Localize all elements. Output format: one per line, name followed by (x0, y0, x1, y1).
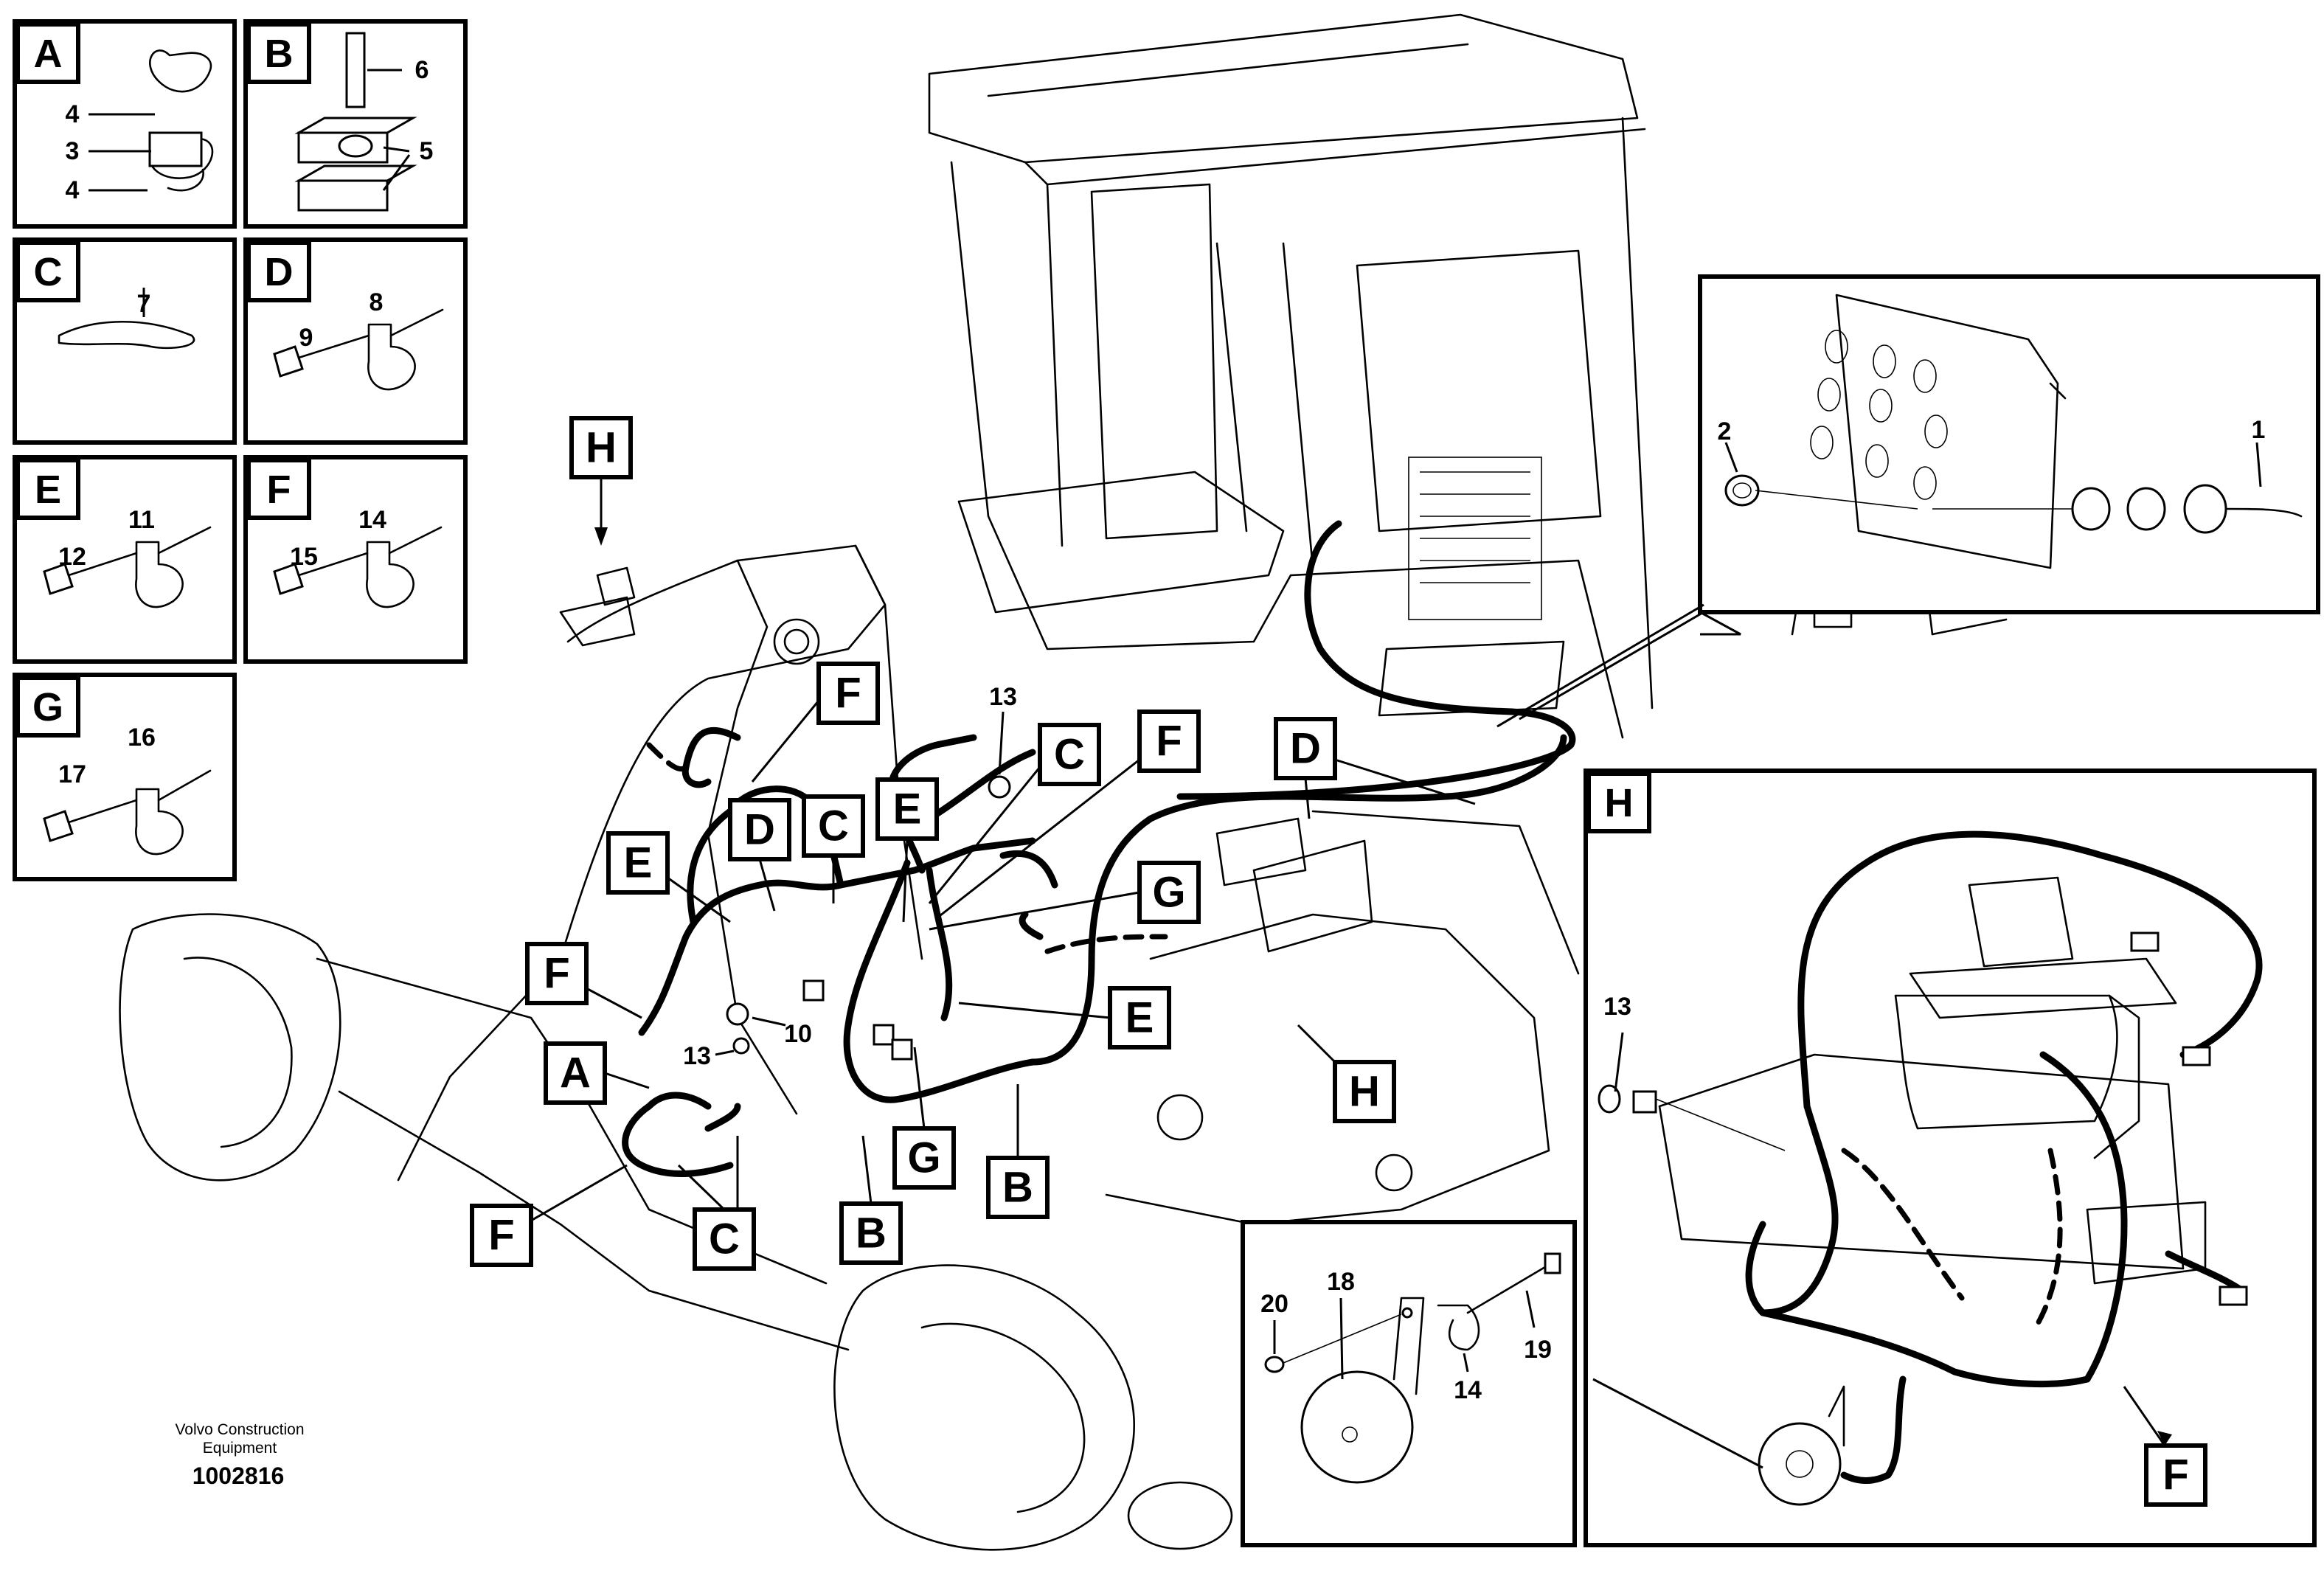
callout-f: F (936, 709, 1201, 920)
svg-text:F: F (2162, 1451, 2188, 1499)
part-number: 4 (66, 176, 80, 204)
part-number: 14 (1454, 1376, 1482, 1404)
clamp-block-part (294, 32, 417, 212)
callout-e: E (958, 986, 1171, 1049)
detail-horn-mount: 20 18 19 14 (1241, 1220, 1577, 1547)
part-number: 13 (683, 1042, 711, 1070)
svg-text:F: F (1156, 718, 1182, 766)
detail-h-lamp-assembly: H 13 F (1584, 768, 2317, 1547)
callout-f: F (470, 1164, 628, 1267)
svg-text:D: D (744, 806, 775, 854)
part-number: 14 (358, 506, 386, 534)
part-number: 4 (66, 100, 80, 128)
part-number: 5 (420, 137, 434, 165)
callout-d: D (728, 798, 791, 912)
svg-text:F: F (488, 1212, 514, 1260)
panel-letter: A (34, 32, 63, 76)
svg-text:F: F (544, 950, 569, 998)
callout-e: E (875, 777, 939, 923)
svg-text:B: B (1002, 1164, 1033, 1212)
legend-panel-g: G 17 16 (13, 673, 237, 881)
part-number: 9 (299, 324, 313, 352)
panel-letter: E (35, 468, 61, 512)
panel-letter: B (265, 32, 294, 76)
bolt-and-clip-part (43, 526, 212, 608)
part-number: 1 (2252, 416, 2266, 444)
cable-clamp-part (148, 49, 214, 192)
horn-part (1264, 1252, 1561, 1484)
part-number: 16 (128, 724, 156, 752)
bolt-and-clip-part (43, 769, 212, 856)
panel-letter: C (34, 250, 63, 294)
legend-panel-e: E 12 11 (13, 455, 237, 664)
callout-b: B (986, 1084, 1050, 1219)
wiring-harness (622, 727, 1567, 1178)
svg-text:G: G (907, 1134, 940, 1182)
panel-letter: F (267, 468, 291, 512)
svg-text:G: G (1152, 869, 1185, 917)
callout-h: H (1297, 1024, 1396, 1123)
drawing-id: 1002816 (192, 1463, 285, 1489)
svg-text:C: C (1054, 731, 1085, 779)
connector-part (2071, 484, 2303, 534)
footer-company-line2: Equipment (203, 1440, 277, 1457)
part-number: 19 (1524, 1336, 1552, 1364)
part-number: 18 (1327, 1268, 1355, 1296)
svg-text:H: H (586, 424, 617, 472)
svg-text:F: F (835, 670, 861, 718)
svg-text:E: E (1125, 994, 1154, 1042)
callout-f: F (751, 662, 880, 783)
callout-a: A (544, 1041, 650, 1105)
svg-text:E: E (624, 839, 653, 887)
part-number: 6 (415, 56, 429, 84)
detail-connector-plate: 2 1 (1698, 274, 2320, 614)
bolt-and-clip-part (273, 526, 443, 608)
svg-text:A: A (560, 1049, 591, 1097)
panel-letter: H (1605, 781, 1634, 825)
part-number: 3 (66, 137, 80, 165)
callout-c: C (802, 794, 865, 903)
bolt-and-clip-part (273, 308, 444, 391)
callout-c: C (928, 723, 1101, 904)
callout-b: B (839, 1135, 903, 1265)
grommet-holes (1810, 330, 1948, 500)
callout-f: F (525, 942, 642, 1019)
callout-g: G (892, 1047, 956, 1190)
machine-illustration (119, 13, 2008, 1551)
callout-d: D (1274, 717, 1476, 819)
part-number: 13 (1603, 993, 1631, 1021)
legend-panel-c: C 7 (13, 237, 237, 445)
callout-c: C (677, 1136, 756, 1271)
part-number: 15 (290, 543, 318, 571)
panel-letter: D (265, 250, 294, 294)
svg-text:C: C (818, 802, 849, 850)
svg-text:H: H (1349, 1068, 1380, 1116)
svg-text:E: E (893, 785, 922, 833)
cable-tie-part (58, 320, 195, 350)
part-number: 17 (58, 760, 86, 788)
part-number: 20 (1260, 1290, 1288, 1318)
svg-text:D: D (1290, 725, 1321, 773)
part-number: 12 (58, 543, 86, 571)
callout-g: G (929, 861, 1201, 931)
legend-panel-a: A 4 3 4 (13, 19, 237, 229)
svg-text:B: B (856, 1210, 887, 1257)
legend-panel-b: B 6 5 (243, 19, 468, 229)
footer-company-line1: Volvo Construction (175, 1421, 304, 1438)
part-number: 13 (989, 683, 1017, 711)
callout-h-top: H (569, 416, 633, 546)
part-number: 11 (128, 506, 155, 534)
part-number: 7 (137, 290, 151, 318)
panel-letter: G (32, 685, 63, 729)
callout-e: E (606, 831, 731, 923)
svg-text:C: C (709, 1215, 740, 1263)
callout-f: F (2144, 1443, 2207, 1507)
part-number: 8 (370, 288, 384, 316)
legend-panel-f: F 15 14 (243, 455, 468, 664)
part-number: 2 (1718, 417, 1732, 445)
legend-panel-d: D 9 8 (243, 237, 468, 445)
part-number: 10 (784, 1020, 812, 1048)
